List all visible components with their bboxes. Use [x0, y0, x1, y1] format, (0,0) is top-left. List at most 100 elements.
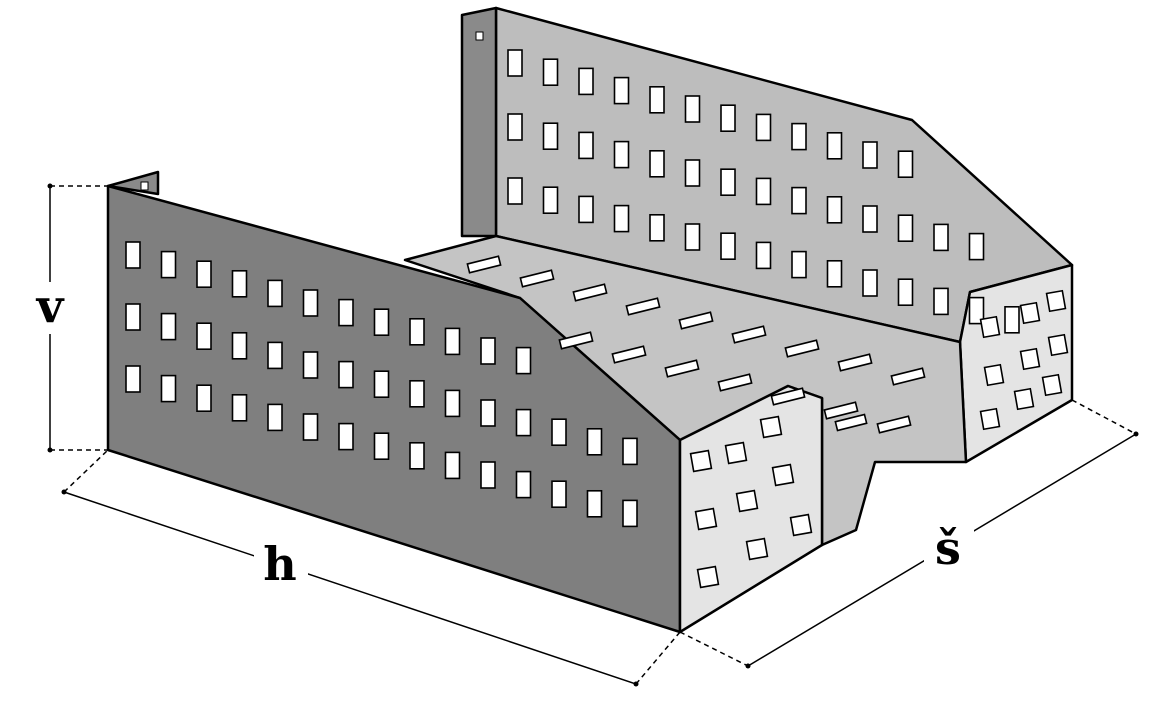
perforation-slot: [480, 461, 496, 489]
perforation-slot: [519, 269, 555, 288]
dimension-end-points: [47, 183, 1139, 687]
perforation-slot: [338, 360, 354, 389]
perforation-slot: [613, 140, 630, 169]
perforation-slot: [586, 427, 603, 456]
perforation-slot: [578, 67, 594, 96]
floor-perforations: [466, 255, 926, 434]
perforation-slot: [649, 150, 665, 178]
perforation-slot: [826, 196, 843, 224]
perforation-slot: [1013, 387, 1035, 411]
perforation-slot: [578, 195, 594, 224]
perforation-slot: [826, 259, 843, 288]
perforation-slot: [826, 132, 843, 160]
perforation-slot: [551, 480, 567, 509]
perforation-slot: [613, 204, 630, 233]
perforation-slot: [542, 186, 559, 214]
mounting-hole: [475, 31, 484, 41]
perforation-slot: [507, 113, 523, 141]
perforation-slot: [791, 186, 807, 215]
perforation-slot: [745, 537, 769, 561]
perforation-slot: [542, 58, 559, 87]
perforation-slot: [373, 370, 390, 399]
perforation-slot: [755, 241, 772, 270]
back-wall-edge: [460, 6, 498, 238]
perforation-slot: [409, 441, 425, 470]
perforation-slot: [515, 470, 532, 499]
perforation-slot: [338, 298, 354, 327]
perforation-slot: [444, 389, 461, 418]
perforation-slot: [302, 351, 319, 379]
perforation-slot: [125, 303, 141, 331]
perforation-slot: [267, 341, 283, 370]
perforation-slot: [542, 122, 559, 150]
perforation-slot: [735, 489, 759, 513]
perforation-slot: [622, 499, 638, 528]
perforation-slot: [720, 232, 736, 260]
perforation-slot: [791, 250, 807, 279]
perforation-slot: [409, 317, 425, 346]
perforation-slot: [755, 113, 772, 142]
perforation-slot: [791, 122, 807, 151]
perforation-slot: [897, 150, 914, 178]
perforation-slot: [933, 223, 949, 252]
perforation-slot: [862, 205, 878, 233]
end-face-perforations: [689, 289, 1069, 589]
perforation-slot: [125, 241, 141, 269]
perforation-slot: [876, 415, 912, 434]
perforation-slot: [572, 283, 608, 302]
perforation-slot: [897, 278, 914, 307]
front-wall-perforations: [125, 241, 638, 528]
perforation-slot: [515, 346, 532, 375]
perforation-slot: [625, 297, 661, 316]
perforation-slot: [409, 379, 425, 408]
perforation-slot: [862, 141, 878, 169]
perforation-slot: [1047, 333, 1069, 357]
perforation-slot: [302, 289, 319, 317]
perforation-slot: [789, 513, 813, 537]
perforation-slot: [196, 260, 212, 289]
perforation-slot: [125, 365, 141, 393]
perforation-slot: [338, 422, 354, 451]
perforation-slot: [480, 337, 496, 365]
perforation-slot: [231, 331, 248, 360]
perforation-slot: [466, 255, 502, 274]
perforation-slot: [933, 287, 949, 316]
perforation-slot: [622, 437, 638, 466]
perforation-slot: [578, 131, 594, 160]
perforation-slot: [720, 168, 736, 196]
perforation-slot: [613, 76, 630, 105]
perforation-slot: [649, 214, 665, 242]
perforation-slot: [983, 363, 1005, 387]
perforation-slot: [507, 49, 523, 77]
perforation-slot: [196, 384, 212, 413]
perforation-slot: [649, 86, 665, 114]
perforation-slot: [586, 489, 603, 518]
perforation-slot: [267, 403, 283, 432]
perforation-slot: [755, 177, 772, 206]
perforation-slot: [837, 353, 873, 372]
perforation-slot: [302, 413, 319, 441]
perforation-slot: [373, 308, 390, 337]
perforation-slot: [267, 279, 283, 308]
perforation-slot: [231, 269, 248, 298]
perforation-slot: [731, 325, 767, 344]
perforation-slot: [724, 441, 748, 465]
perforation-slot: [515, 408, 532, 437]
perforation-slot: [507, 177, 523, 205]
perforation-slot: [979, 407, 1001, 431]
perforation-slot: [558, 331, 594, 350]
perforation-slot: [770, 387, 806, 406]
perforation-slot: [890, 367, 926, 386]
perforation-slot: [231, 393, 248, 422]
perforation-slot: [771, 463, 795, 487]
perforation-slot: [784, 339, 820, 358]
perforation-slot: [862, 269, 878, 297]
perforation-slot: [694, 507, 718, 531]
perforation-slot: [834, 413, 868, 432]
perforation-slot: [717, 373, 753, 392]
perforation-slot: [968, 296, 985, 325]
mounting-hole: [140, 181, 149, 191]
perforation-slot: [1045, 289, 1067, 313]
